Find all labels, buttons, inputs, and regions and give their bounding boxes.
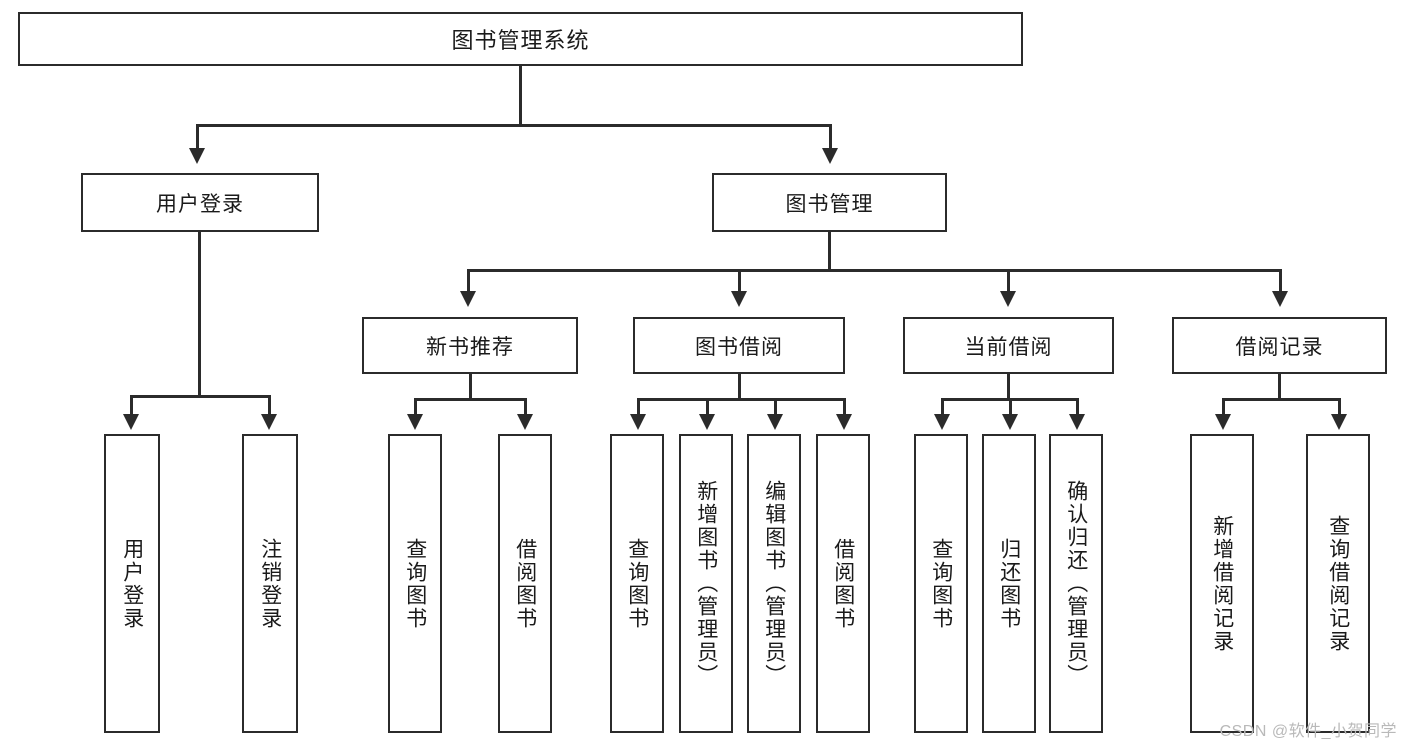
connector-borrow-record-bus: [1222, 398, 1340, 401]
connector-user-login-bus: [130, 395, 270, 398]
node-label: 用户登录: [156, 192, 244, 216]
connector-book-borrow-stem: [738, 374, 741, 400]
connector-borrow-record-drop-2: [1338, 398, 1341, 417]
connector-new-book-drop-2: [524, 398, 527, 417]
connector-user-login-drop-1: [130, 395, 133, 417]
arrowhead-current-borrow-leaf-3: [1069, 414, 1085, 430]
leaf-current-borrow-return[interactable]: 归还图书: [982, 434, 1036, 733]
connector-book-borrow-bus: [637, 398, 845, 401]
connector-new-book-bus: [414, 398, 527, 401]
arrowhead-book-mgmt-child-4: [1272, 291, 1288, 307]
node-label: 新增图书（管理员）: [694, 480, 718, 687]
leaf-book-borrow-add[interactable]: 新增图书（管理员）: [679, 434, 733, 733]
arrowhead-new-book-leaf-1: [407, 414, 423, 430]
node-label: 确认归还（管理员）: [1064, 480, 1088, 687]
leaf-borrow-record-add[interactable]: 新增借阅记录: [1190, 434, 1254, 733]
node-label: 查询图书: [403, 537, 427, 630]
connector-user-login-drop-2: [268, 395, 271, 417]
connector-book-borrow-drop-3: [774, 398, 777, 417]
connector-book-borrow-drop-4: [843, 398, 846, 417]
connector-book-mgmt-drop-2: [738, 269, 741, 293]
node-label: 用户登录: [120, 537, 144, 630]
arrowhead-user-login-leaf-1: [123, 414, 139, 430]
leaf-user-login-login[interactable]: 用户登录: [104, 434, 160, 733]
connector-root-to-book-mgmt: [829, 124, 832, 151]
arrowhead-user-login-leaf-2: [261, 414, 277, 430]
node-book-borrow[interactable]: 图书借阅: [633, 317, 845, 374]
node-label: 查询借阅记录: [1326, 514, 1350, 653]
arrowhead-book-borrow-leaf-2: [699, 414, 715, 430]
leaf-book-borrow-query[interactable]: 查询图书: [610, 434, 664, 733]
node-label: 新增借阅记录: [1210, 514, 1234, 653]
leaf-current-borrow-confirm[interactable]: 确认归还（管理员）: [1049, 434, 1103, 733]
leaf-book-borrow-edit[interactable]: 编辑图书（管理员）: [747, 434, 801, 733]
connector-current-borrow-stem: [1007, 374, 1010, 400]
node-book-management[interactable]: 图书管理: [712, 173, 947, 232]
arrowhead-current-borrow-leaf-1: [934, 414, 950, 430]
connector-new-book-stem: [469, 374, 472, 400]
node-label: 注销登录: [258, 537, 282, 630]
node-current-borrow[interactable]: 当前借阅: [903, 317, 1114, 374]
connector-current-borrow-drop-3: [1076, 398, 1079, 417]
connector-current-borrow-drop-1: [941, 398, 944, 417]
connector-borrow-record-drop-1: [1222, 398, 1225, 417]
arrowhead-borrow-record-leaf-1: [1215, 414, 1231, 430]
node-label: 借阅记录: [1235, 335, 1324, 359]
connector-book-borrow-drop-2: [706, 398, 709, 417]
connector-new-book-drop-1: [414, 398, 417, 417]
node-label: 当前借阅: [964, 335, 1053, 359]
arrowhead-book-borrow-leaf-3: [767, 414, 783, 430]
arrowhead-root-to-user-login: [189, 148, 205, 164]
leaf-borrow-record-query[interactable]: 查询借阅记录: [1306, 434, 1370, 733]
connector-borrow-record-stem: [1278, 374, 1281, 400]
node-label: 归还图书: [997, 537, 1021, 630]
leaf-book-borrow-borrow[interactable]: 借阅图书: [816, 434, 870, 733]
arrowhead-borrow-record-leaf-2: [1331, 414, 1347, 430]
arrowhead-root-to-book-mgmt: [822, 148, 838, 164]
node-label: 图书管理: [785, 192, 874, 216]
leaf-current-borrow-query[interactable]: 查询图书: [914, 434, 968, 733]
connector-book-borrow-drop-1: [637, 398, 640, 417]
node-label: 图书借阅: [695, 335, 783, 359]
node-user-login[interactable]: 用户登录: [81, 173, 319, 232]
arrowhead-book-mgmt-child-2: [731, 291, 747, 307]
node-new-book-recommend[interactable]: 新书推荐: [362, 317, 578, 374]
connector-book-mgmt-drop-3: [1007, 269, 1010, 293]
arrowhead-new-book-leaf-2: [517, 414, 533, 430]
arrowhead-book-borrow-leaf-4: [836, 414, 852, 430]
arrowhead-book-borrow-leaf-1: [630, 414, 646, 430]
node-label: 查询图书: [625, 537, 649, 630]
leaf-new-book-query[interactable]: 查询图书: [388, 434, 442, 733]
node-label: 编辑图书（管理员）: [762, 480, 786, 687]
connector-book-mgmt-stem: [828, 232, 831, 271]
leaf-user-login-logout[interactable]: 注销登录: [242, 434, 298, 733]
connector-book-mgmt-drop-4: [1279, 269, 1282, 293]
node-label: 新书推荐: [426, 335, 514, 359]
connector-book-mgmt-drop-1: [467, 269, 470, 293]
connector-user-login-stem: [198, 232, 201, 397]
node-borrow-record[interactable]: 借阅记录: [1172, 317, 1387, 374]
leaf-new-book-borrow[interactable]: 借阅图书: [498, 434, 552, 733]
node-root-system[interactable]: 图书管理系统: [18, 12, 1023, 66]
connector-current-borrow-drop-2: [1009, 398, 1012, 417]
node-label: 借阅图书: [831, 537, 855, 630]
connector-root-bus: [196, 124, 832, 127]
node-label: 查询图书: [929, 537, 953, 630]
node-label: 图书管理系统: [451, 28, 590, 53]
arrowhead-book-mgmt-child-1: [460, 291, 476, 307]
connector-root-to-user-login: [196, 124, 199, 151]
arrowhead-current-borrow-leaf-2: [1002, 414, 1018, 430]
arrowhead-book-mgmt-child-3: [1000, 291, 1016, 307]
node-label: 借阅图书: [513, 537, 537, 630]
connector-book-mgmt-bus: [467, 269, 1281, 272]
connector-root-stem: [519, 66, 522, 124]
